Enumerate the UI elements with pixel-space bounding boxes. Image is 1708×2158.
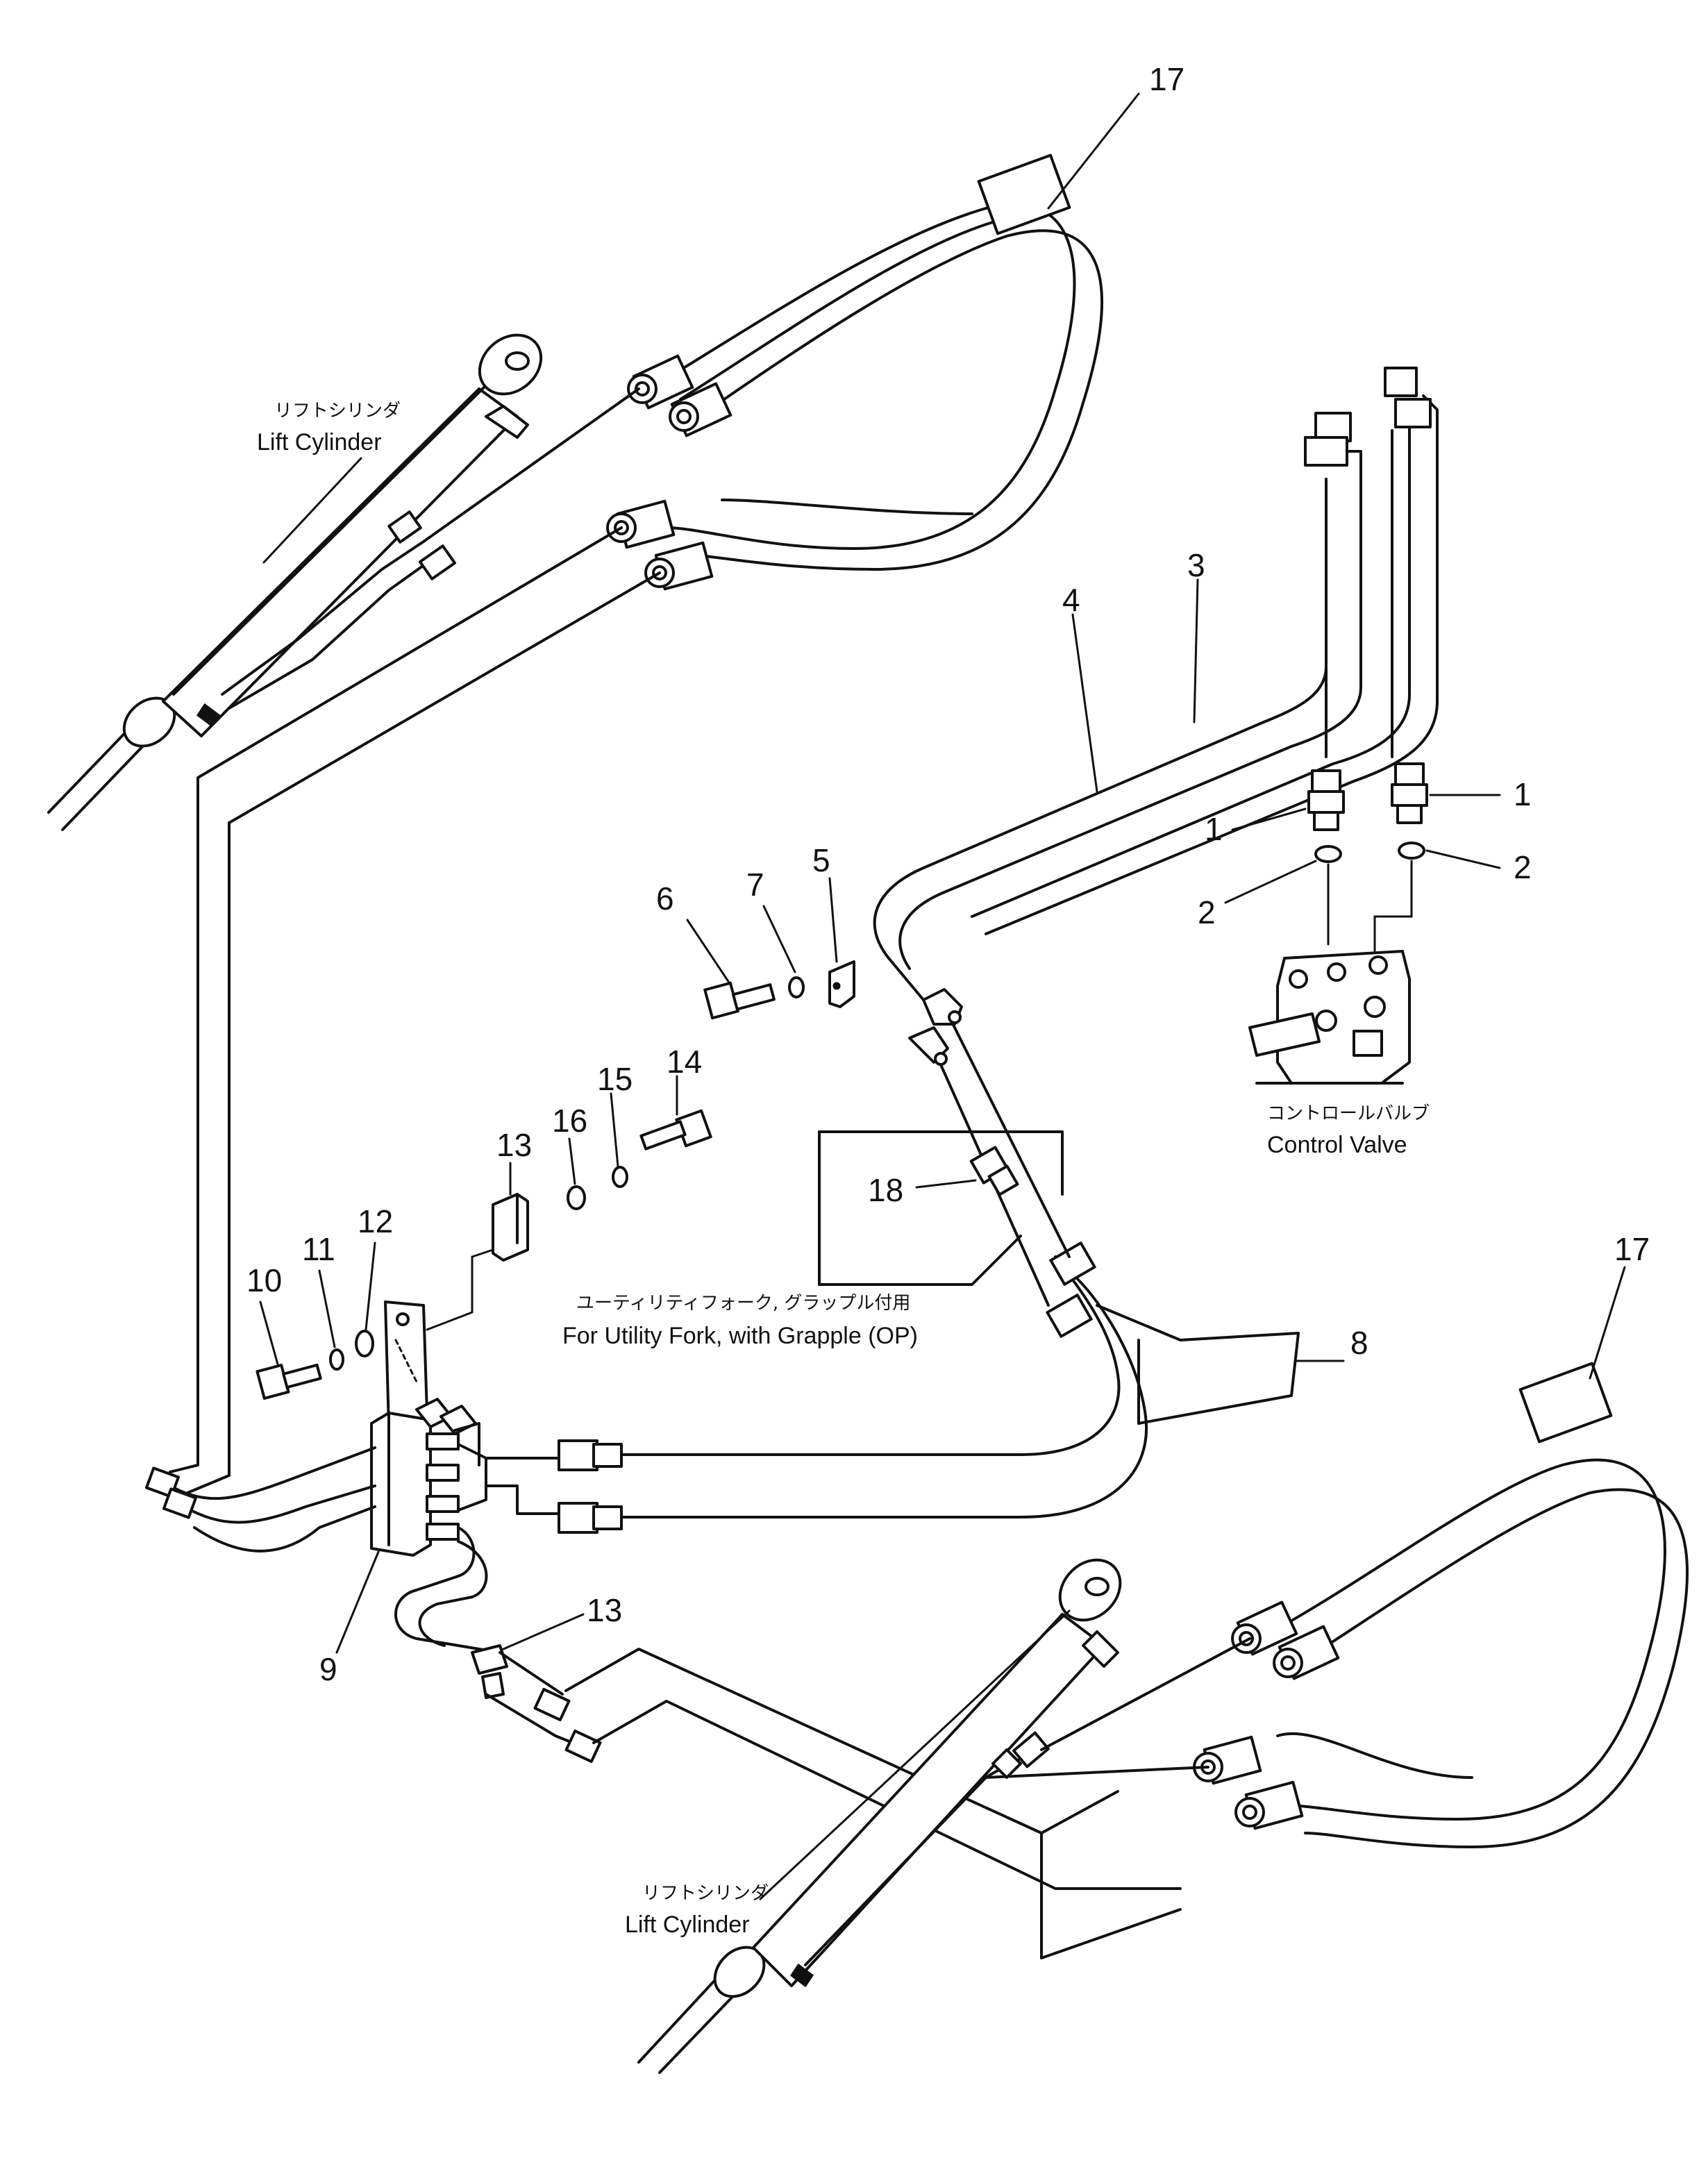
callout-14: 14 — [667, 1044, 702, 1080]
o-ring-right — [1398, 842, 1425, 860]
bolt-6 — [703, 981, 776, 1020]
callout-5: 5 — [812, 842, 830, 878]
left-vertical-pipes — [169, 387, 661, 1494]
adapter-right — [1391, 762, 1428, 824]
block-13-upper — [492, 1193, 529, 1262]
grapple-hose-fitting-upper — [558, 1439, 623, 1471]
bolt-10 — [256, 1363, 322, 1400]
callout-1-left: 1 — [1205, 811, 1223, 847]
connector-18 — [969, 1146, 1019, 1196]
utility-note-jp: ユーティリティフォーク, グラップル付用 — [576, 1293, 910, 1314]
callout-12: 12 — [358, 1203, 393, 1239]
callout-3: 3 — [1187, 547, 1205, 583]
lift-cylinder-top — [47, 333, 543, 831]
manifold-pipes — [145, 1422, 567, 1654]
bracket — [384, 1248, 494, 1432]
grapple-hose-fitting-lower — [558, 1502, 623, 1534]
callout-6: 6 — [656, 880, 674, 917]
washer-12 — [355, 1330, 374, 1357]
grapple-hose-fitting-coupler-2 — [1046, 1294, 1093, 1338]
elbow-fitting-left-2 — [162, 1487, 197, 1519]
bottom-hose-loop — [1193, 1362, 1689, 1848]
callout-16: 16 — [552, 1103, 587, 1139]
washer-7 — [788, 976, 805, 998]
callout-7: 7 — [746, 867, 764, 903]
adapter-left — [1307, 769, 1345, 831]
lift-cylinder-top-label-jp: リフトシリンダ — [274, 401, 401, 421]
lift-cylinder-bottom — [637, 1558, 1251, 2074]
elbow-fitting-upper — [922, 988, 963, 1026]
callout-15: 15 — [597, 1061, 633, 1097]
top-hose-loop — [606, 153, 1103, 591]
callout-2-right: 2 — [1514, 849, 1532, 885]
lift-cylinder-bottom-label-jp: リフトシリンダ — [642, 1883, 769, 1904]
lift-cylinder-top-label-en: Lift Cylinder — [257, 429, 382, 455]
callout-8: 8 — [1350, 1325, 1368, 1361]
callout-2-left: 2 — [1198, 894, 1216, 930]
callout-18: 18 — [868, 1172, 903, 1208]
o-ring-left — [1314, 845, 1342, 863]
lift-cylinder-bottom-label-en: Lift Cylinder — [625, 1912, 750, 1938]
top-hose-fitting-1 — [627, 354, 694, 410]
optional-parts-box — [818, 1130, 1064, 1286]
control-valve-pipes — [873, 367, 1439, 1001]
bottom-hose-fitting-4 — [1234, 1780, 1304, 1830]
callout-4: 4 — [1062, 582, 1080, 618]
callout-17-top: 17 — [1149, 61, 1184, 97]
grapple-hose-fitting-coupler-1 — [1049, 1241, 1096, 1286]
control-valve — [1248, 950, 1411, 1085]
callout-13-upper: 13 — [496, 1127, 532, 1163]
callout-9: 9 — [319, 1651, 337, 1687]
top-hose-fitting-4 — [644, 541, 714, 591]
utility-note-en: For Utility Fork, with Grapple (OP) — [562, 1323, 918, 1349]
block-13-lower — [471, 1644, 508, 1699]
washer-16 — [567, 1185, 586, 1210]
washer-11 — [329, 1348, 344, 1371]
callout-1-right: 1 — [1514, 776, 1532, 812]
control-valve-label-en: Control Valve — [1267, 1132, 1407, 1158]
top-hose-fitting-3 — [606, 499, 676, 549]
callout-10: 10 — [246, 1262, 282, 1298]
callout-17-bottom: 17 — [1614, 1231, 1650, 1267]
bottom-hose-fitting-1 — [1231, 1600, 1298, 1656]
lower-pipes — [485, 1648, 1182, 1959]
grapple-hoses — [558, 1005, 1300, 1534]
plate-5 — [828, 960, 855, 1008]
manifold-9 — [370, 1398, 477, 1557]
bottom-hose-fitting-2 — [1273, 1625, 1340, 1680]
elbow-fitting-lower — [908, 1026, 949, 1066]
washer-15 — [612, 1166, 628, 1188]
bolt-14 — [639, 1109, 712, 1151]
control-valve-label-jp: コントロールバルブ — [1267, 1103, 1430, 1124]
callout-11: 11 — [302, 1231, 335, 1267]
top-hose-fitting-2 — [669, 382, 732, 437]
callout-13-lower: 13 — [587, 1592, 622, 1628]
bottom-hose-fitting-3 — [1193, 1735, 1262, 1785]
